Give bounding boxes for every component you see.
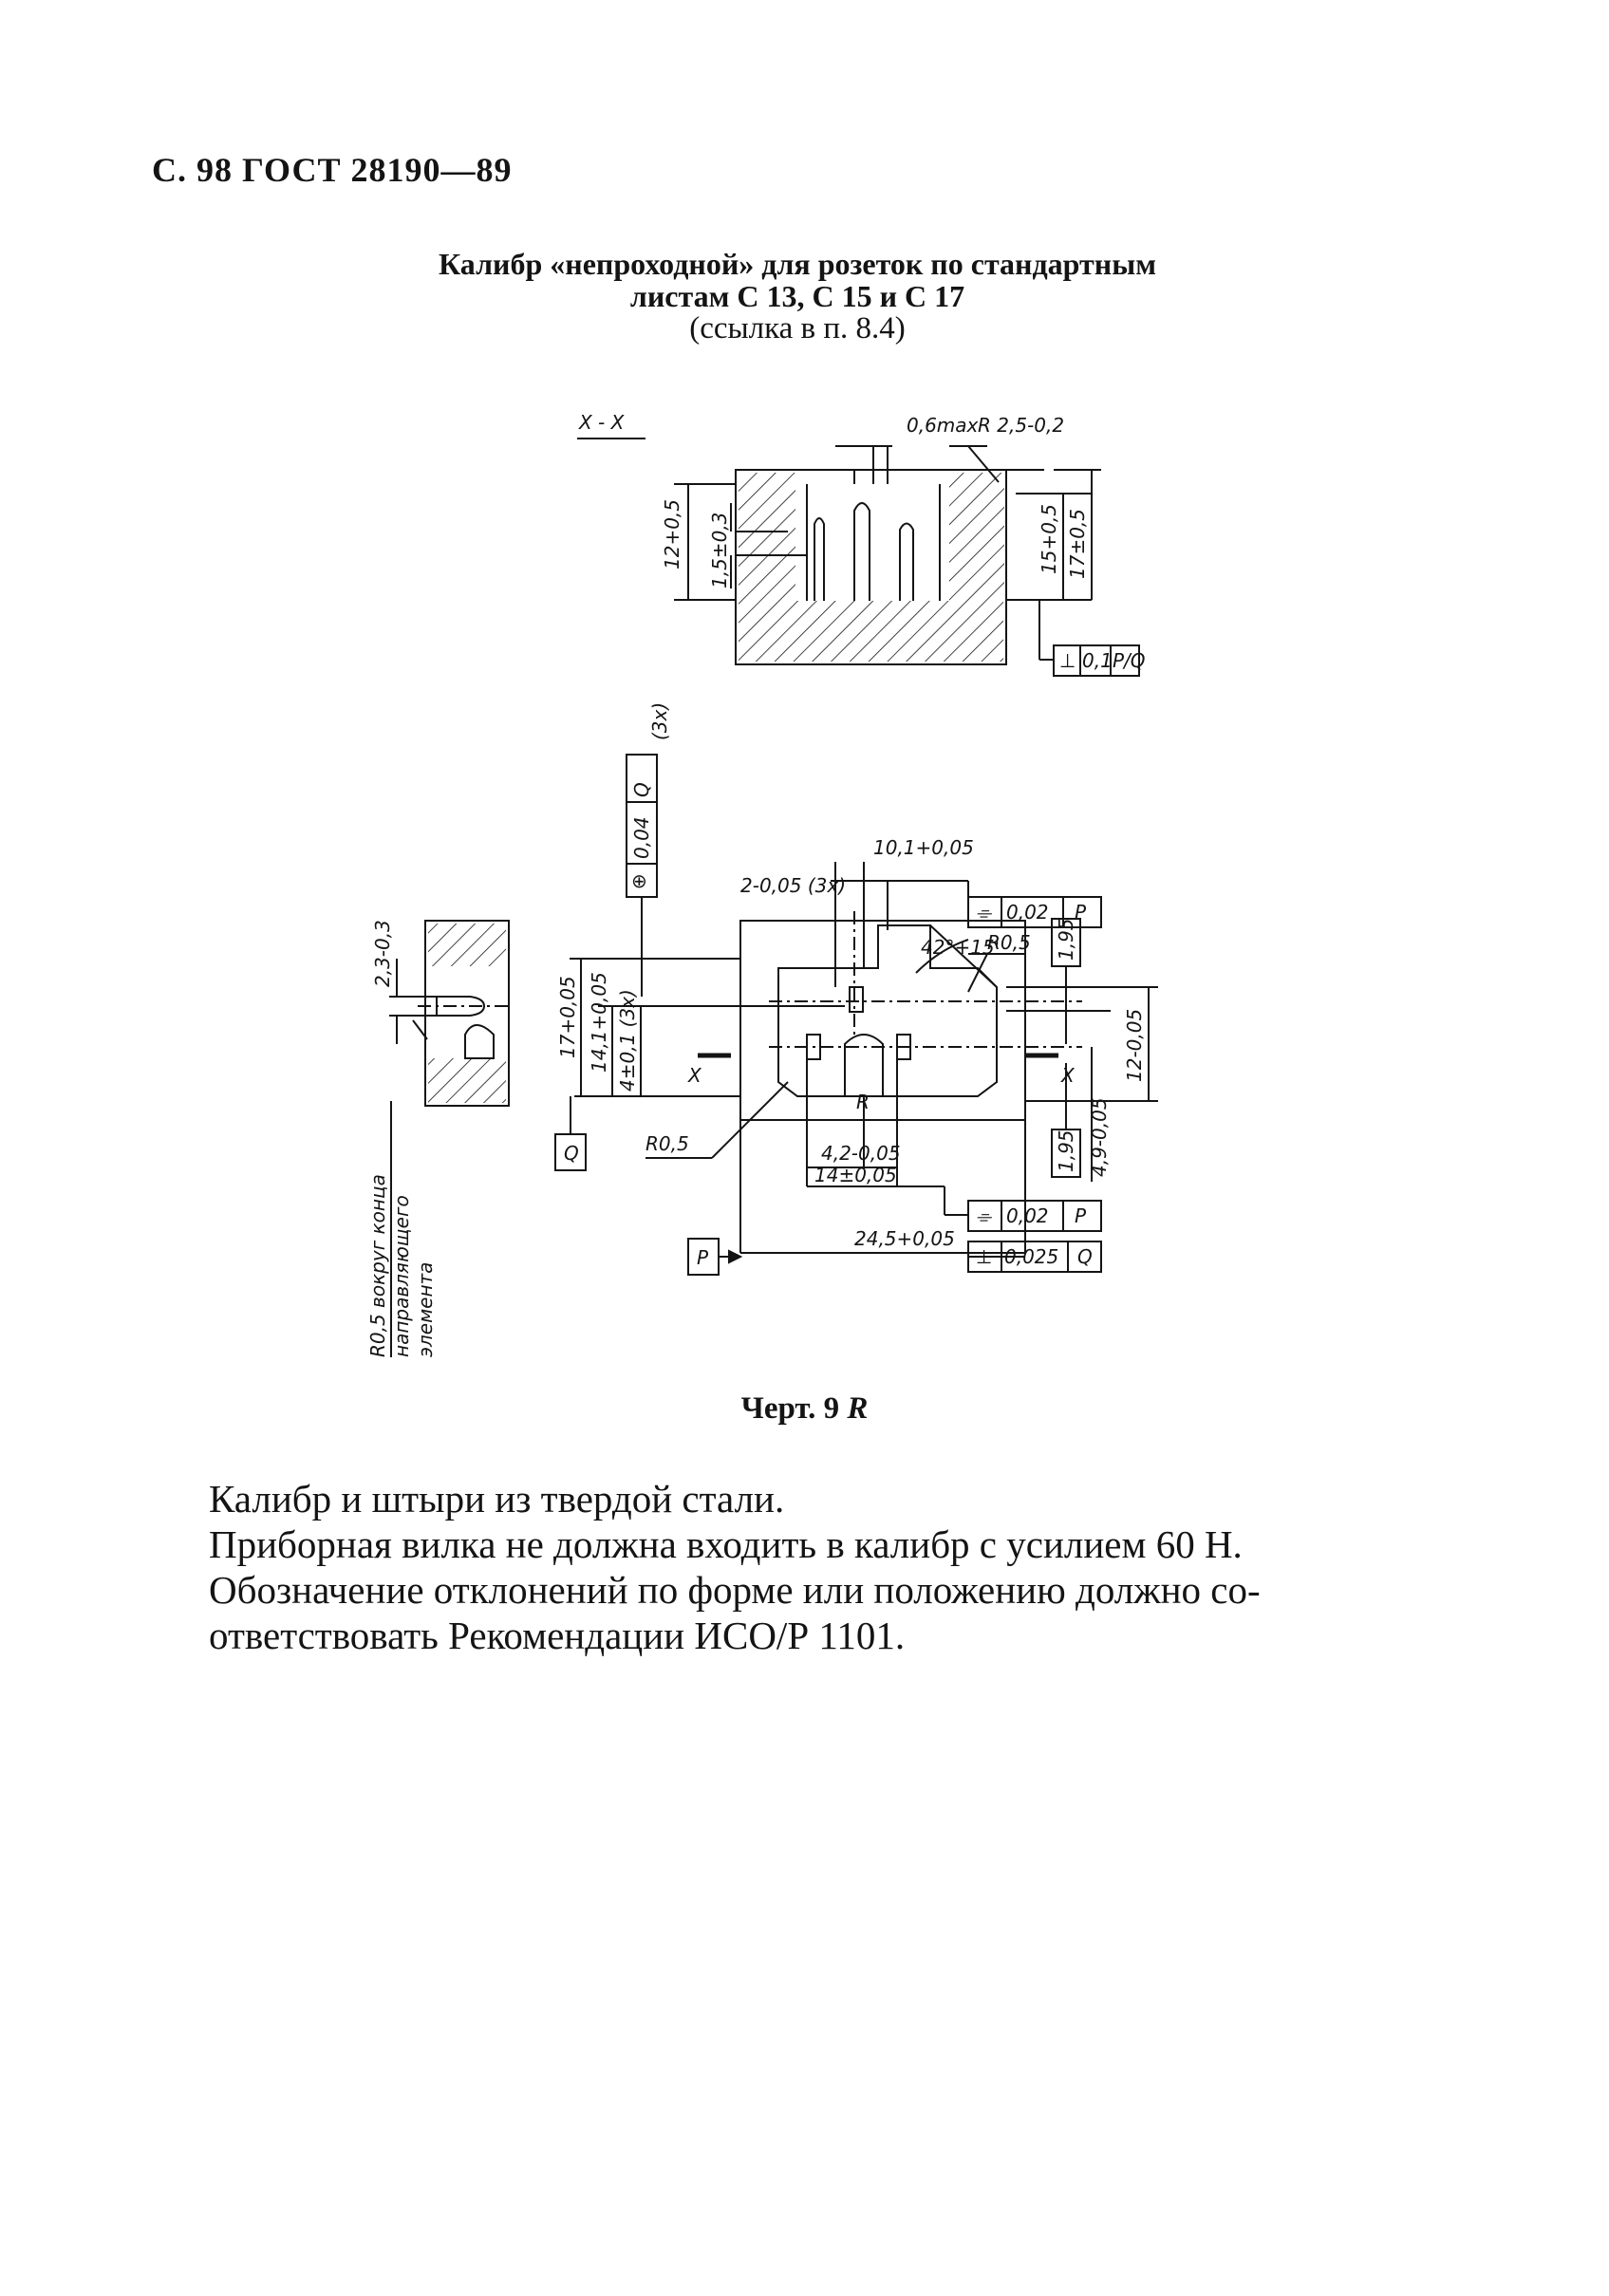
sym-top-symbol: ⌯	[976, 901, 993, 924]
section-body	[735, 469, 1007, 665]
dim-1-5-label: 1,5±0,3	[708, 513, 731, 588]
dim-4-2: 4,2-0,05	[821, 1142, 901, 1165]
dim-14-1: 14,1+0,05	[588, 972, 610, 1073]
sym-bottom-value: 0,02	[1006, 1204, 1049, 1227]
perp-frame-top	[1053, 644, 1140, 677]
section-label: X - X	[578, 411, 626, 434]
perp-symbol: ⊥	[1059, 649, 1076, 672]
sym-frame-top	[967, 896, 1102, 928]
side-note-3: элемента	[414, 1262, 437, 1357]
dim-10-1-label: 10,1+0,05	[873, 836, 974, 859]
dim-17-front: 17+0,05	[556, 976, 579, 1058]
dim-14: 14±0,05	[814, 1164, 897, 1186]
title-line-1: Калибр «непроходной» для розеток по стан…	[439, 247, 1156, 281]
pos-frame-datum: Q	[630, 782, 653, 797]
cut-x-right: X	[1060, 1064, 1076, 1087]
pos-frame-value: 0,04	[630, 816, 653, 859]
paragraph-2: Приборная вилка не должна входить в кали…	[209, 1522, 1243, 1566]
sym-frame-bottom	[967, 1200, 1102, 1232]
slot-r	[844, 1034, 884, 1096]
paragraph-3: Обозначение отклонений по форме или поло…	[209, 1568, 1261, 1612]
count-3x-top: (3x)	[648, 702, 671, 740]
pin-a	[849, 986, 864, 1013]
perp-value: 0,1	[1082, 649, 1113, 672]
dim-1-95-top: 1,95	[1055, 918, 1077, 961]
side-pin-lower	[464, 1024, 495, 1059]
pin-2	[853, 502, 870, 601]
side-view	[424, 920, 510, 1107]
dim-15-label: 15+0,5	[1038, 504, 1060, 574]
figure-caption: Черт. 9 R	[0, 1391, 1609, 1427]
dim-2-3: 2,3-0,3	[371, 920, 394, 987]
pin-1	[814, 517, 825, 601]
radius-top-label: R 2,5-0,2	[978, 414, 1064, 437]
body-text: Калибр и штыри из твердой стали. Приборн…	[209, 1476, 1462, 1658]
side-note-2: направляющего	[390, 1195, 413, 1357]
cut-x-left: X	[687, 1064, 702, 1087]
perp-bottom-symbol: ⊥	[976, 1245, 992, 1268]
technical-drawing: X - X 0,6max R 2,5-0,2	[361, 380, 1215, 1376]
side-note-1: R0,5 вокруг конца	[366, 1174, 389, 1357]
dim-12-label: 12+0,5	[661, 499, 683, 569]
dim-17-top-label: 17±0,5	[1066, 509, 1089, 579]
datum-p: P	[697, 1246, 709, 1269]
gap-max-label: 0,6max	[907, 414, 979, 437]
paragraph-4: ответствовать Рекомендации ИСО/Р 1101.	[209, 1614, 906, 1657]
dim-24-5: 24,5+0,05	[854, 1227, 955, 1250]
perp-datum: P/Q	[1113, 649, 1146, 672]
perp-bottom-datum: Q	[1077, 1245, 1093, 1268]
dim-2-label: 2-0,05 (3x)	[740, 874, 846, 897]
sym-bottom-datum: P	[1075, 1204, 1087, 1227]
radius-05-right: R0,5	[987, 931, 1031, 954]
dim-4: 4±0,1 (3x)	[616, 989, 639, 1092]
caption-mark: R	[847, 1391, 869, 1426]
dim-1-95-bottom: 1,95	[1055, 1129, 1077, 1172]
paragraph-1: Калибр и штыри из твердой стали.	[209, 1477, 785, 1521]
title-line-2: листам С 13, С 15 и С 17	[629, 279, 965, 313]
drawing-canvas: X - X 0,6max R 2,5-0,2	[366, 411, 1158, 1357]
sym-bottom-symbol: ⌯	[976, 1204, 993, 1227]
radius-r: R	[856, 1091, 870, 1113]
datum-q: Q	[564, 1142, 579, 1165]
caption-text: Черт. 9	[740, 1391, 848, 1426]
radius-05-left: R0,5	[645, 1132, 689, 1155]
pin-3	[899, 522, 914, 601]
side-pin-upper	[436, 996, 486, 1017]
pos-frame-symbol: ⊕	[631, 869, 647, 892]
page-header: С. 98 ГОСТ 28190—89	[152, 151, 513, 189]
perp-frame-bottom	[967, 1241, 1102, 1273]
title-line-3: (ссылка в п. 8.4)	[689, 311, 906, 345]
dim-12-right: 12-0,05	[1123, 1009, 1146, 1082]
perp-bottom-value: 0,025	[1004, 1245, 1058, 1268]
sym-top-value: 0,02	[1006, 901, 1049, 924]
